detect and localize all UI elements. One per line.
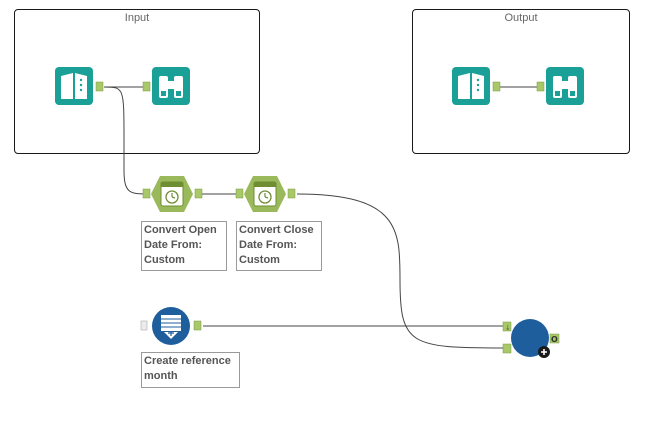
text-input-tool[interactable]: [140, 307, 207, 347]
input-data-book-icon: [55, 67, 104, 105]
datetime-clock-icon: [235, 176, 296, 212]
datetime-2-annotation: Convert Close Date From: Custom: [236, 221, 322, 271]
input-container-title: Input: [124, 12, 150, 24]
browse-binoculars-icon: [536, 67, 584, 105]
datetime-tool-1[interactable]: [142, 175, 205, 215]
input-data-tool[interactable]: [55, 67, 105, 107]
datetime-1-annotation: Convert Open Date From: Custom: [141, 221, 227, 271]
datetime-clock-icon: [142, 176, 203, 212]
append-output-anchor-label: O: [551, 335, 558, 344]
output-container[interactable]: Output: [412, 9, 630, 154]
browse-tool-1[interactable]: [142, 67, 193, 107]
output-container-title: Output: [504, 12, 538, 24]
append-fields-circle-icon: ↓ O: [502, 319, 560, 358]
text-input-table-icon: [140, 307, 202, 345]
append-target-anchor-glyph: ↓: [505, 324, 511, 332]
browse-binoculars-icon: [142, 67, 190, 105]
datetime-tool-2[interactable]: [235, 175, 298, 215]
connection-datetime2-to-append: [296, 193, 504, 349]
append-fields-tool[interactable]: ↓ O: [501, 314, 565, 362]
output-data-book-icon: [452, 67, 501, 105]
connection-input-to-datetime1: [103, 86, 151, 195]
browse-tool-2[interactable]: [536, 67, 587, 107]
text-input-annotation: Create reference month: [141, 352, 240, 388]
output-data-tool[interactable]: [452, 67, 502, 107]
